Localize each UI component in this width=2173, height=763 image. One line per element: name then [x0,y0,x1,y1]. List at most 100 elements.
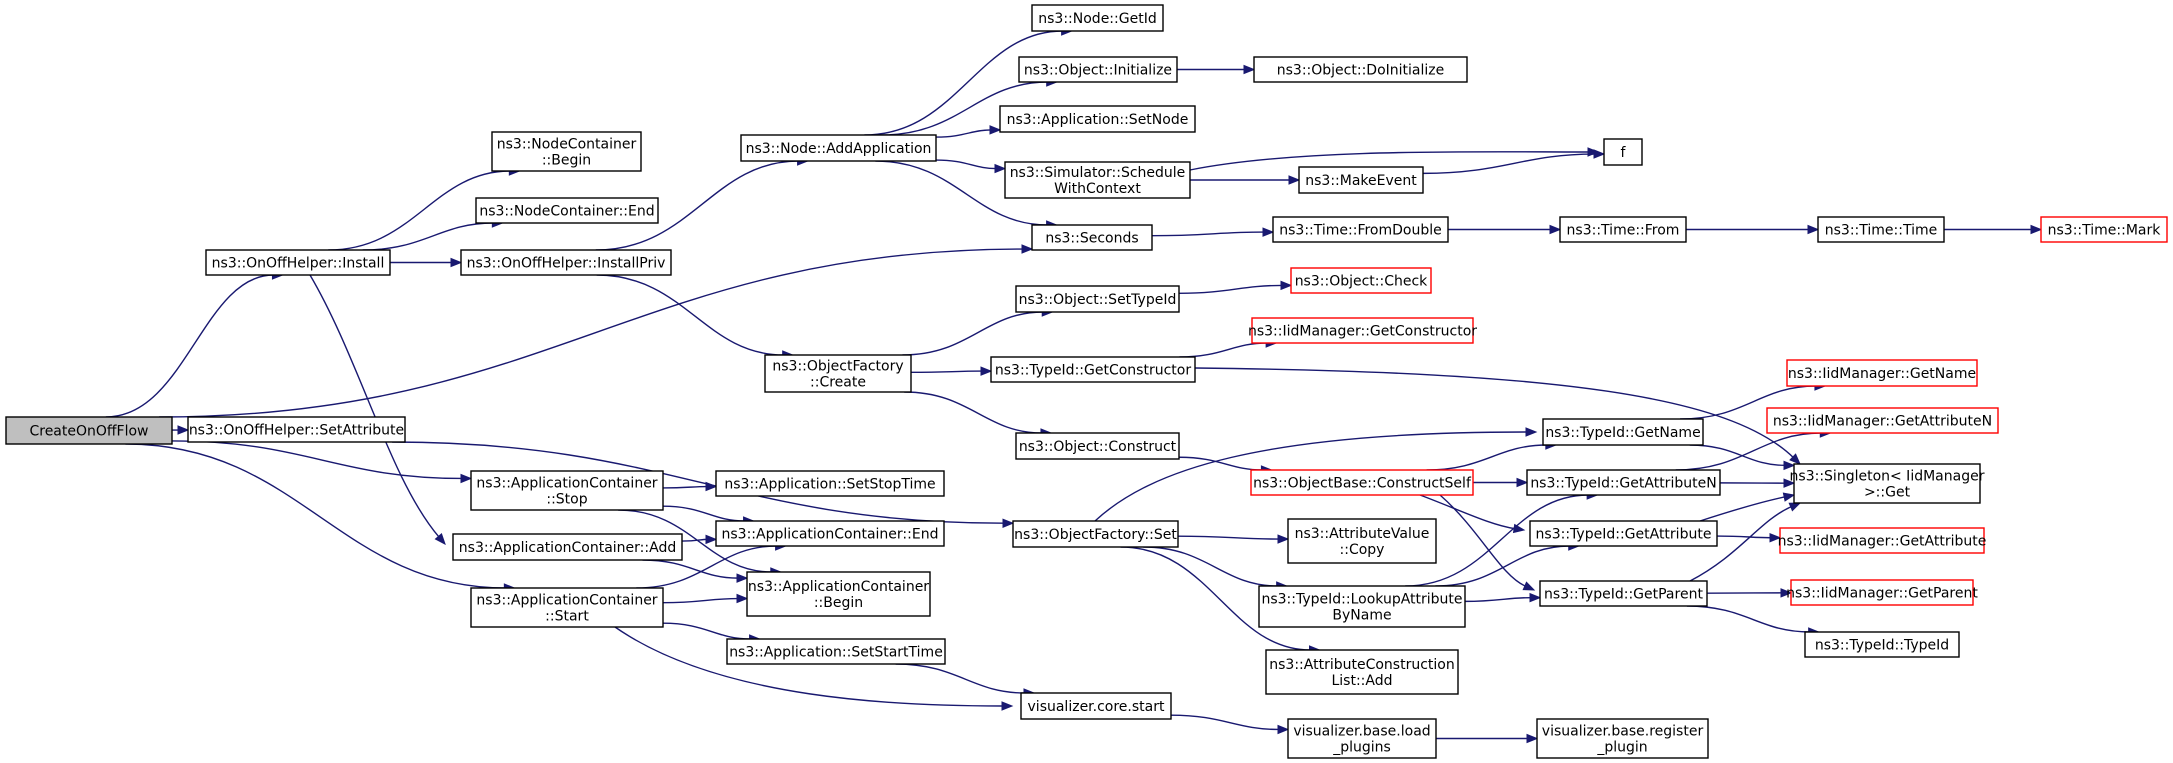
node-time-time[interactable]: ns3::Time::Time [1817,216,1945,243]
node-box[interactable] [2040,216,2168,243]
node-box[interactable] [1790,579,1974,606]
node-box[interactable] [1779,527,1985,554]
node-typeid-typeid[interactable]: ns3::TypeId::TypeId [1804,631,1960,658]
node-box[interactable] [1542,418,1704,446]
node-box[interactable] [1804,631,1960,658]
node-box[interactable] [1015,432,1180,460]
node-box[interactable] [1265,649,1459,695]
node-onoffhelper-install[interactable]: ns3::OnOffHelper::Install [205,249,391,276]
node-box[interactable] [1287,518,1437,564]
node-box[interactable] [1251,317,1474,344]
node-iidmanager-getattributen[interactable]: ns3::IidManager::GetAttributeN [1766,407,1999,434]
node-box[interactable] [1004,161,1191,199]
node-box[interactable] [205,249,391,276]
node-iidmanager-getconstructor[interactable]: ns3::IidManager::GetConstructor [1248,317,1477,344]
node-box[interactable] [1253,56,1468,83]
node-box[interactable] [470,587,664,628]
node-applicationcontainer-end[interactable]: ns3::ApplicationContainer::End [715,520,945,547]
node-applicationcontainer-stop[interactable]: ns3::ApplicationContainer::Stop [470,470,664,511]
node-box[interactable] [1258,585,1466,628]
node-seconds[interactable]: ns3::Seconds [1031,224,1153,251]
node-onoffhelper-setattribute[interactable]: ns3::OnOffHelper::SetAttribute [187,416,406,443]
node-time-mark[interactable]: ns3::Time::Mark [2040,216,2168,243]
node-box[interactable] [746,571,931,617]
node-iidmanager-getparent[interactable]: ns3::IidManager::GetParent [1786,579,1978,606]
node-object-settypeid[interactable]: ns3::Object::SetTypeId [1015,285,1180,313]
node-typeid-getparent[interactable]: ns3::TypeId::GetParent [1539,580,1708,607]
node-box[interactable] [740,134,937,162]
node-box[interactable] [1290,267,1432,294]
node-box[interactable] [1031,224,1153,251]
node-node-getid[interactable]: ns3::Node::GetId [1031,4,1164,32]
node-box[interactable] [1015,285,1180,313]
node-typeid-getattribute[interactable]: ns3::TypeId::GetAttribute [1529,520,1718,547]
node-box[interactable] [715,520,945,547]
node-typeid-getconstructor[interactable]: ns3::TypeId::GetConstructor [990,356,1196,383]
node-object-initialize[interactable]: ns3::Object::Initialize [1018,56,1178,83]
node-box[interactable] [1287,718,1437,759]
node-box[interactable] [1817,216,1945,243]
node-node-addapplication[interactable]: ns3::Node::AddApplication [740,134,937,162]
node-application-setstarttime[interactable]: ns3::Application::SetStartTime [726,638,946,665]
node-box[interactable] [1031,4,1164,32]
node-box[interactable] [5,416,173,445]
node-box[interactable] [1529,520,1718,547]
node-createonoffflow[interactable]: CreateOnOffFlow [5,416,173,445]
node-visualizer-base-load-plugins[interactable]: visualizer.base.load_plugins [1287,718,1437,759]
node-object-check[interactable]: ns3::Object::Check [1290,267,1432,294]
node-box[interactable] [1786,359,1978,387]
node-box[interactable] [460,249,672,276]
node-makeevent[interactable]: ns3::MakeEvent [1298,166,1424,194]
node-typeid-getname[interactable]: ns3::TypeId::GetName [1542,418,1704,446]
node-box[interactable] [726,638,946,665]
node-box[interactable] [1559,216,1687,243]
node-objectfactory-create[interactable]: ns3::ObjectFactory::Create [764,354,912,393]
node-box[interactable] [1793,463,1981,504]
node-f[interactable]: f [1603,138,1643,166]
node-time-from[interactable]: ns3::Time::From [1559,216,1687,243]
node-applicationcontainer-begin[interactable]: ns3::ApplicationContainer::Begin [746,571,931,617]
node-applicationcontainer-start[interactable]: ns3::ApplicationContainer::Start [470,587,664,628]
node-typeid-getattributen[interactable]: ns3::TypeId::GetAttributeN [1526,469,1721,496]
node-box[interactable] [1526,469,1721,496]
node-application-setnode[interactable]: ns3::Application::SetNode [999,105,1196,133]
node-box[interactable] [491,131,642,172]
node-object-doinitialize[interactable]: ns3::Object::DoInitialize [1253,56,1468,83]
node-box[interactable] [470,470,664,511]
node-application-setstoptime[interactable]: ns3::Application::SetStopTime [715,470,945,497]
node-box[interactable] [187,416,406,443]
node-attributevalue-copy[interactable]: ns3::AttributeValue::Copy [1287,518,1437,564]
node-onoffhelper-installpriv[interactable]: ns3::OnOffHelper::InstallPriv [460,249,672,276]
node-box[interactable] [452,533,683,561]
node-box[interactable] [1766,407,1999,434]
node-iidmanager-getattribute[interactable]: ns3::IidManager::GetAttribute [1778,527,1987,554]
node-box[interactable] [1250,469,1474,496]
node-box[interactable] [1536,718,1709,759]
node-box[interactable] [764,354,912,393]
node-singleton-iidmanager-get[interactable]: ns3::Singleton< IidManager >::Get [1790,463,1985,504]
node-visualizer-core-start[interactable]: visualizer.core.start [1020,692,1172,720]
node-box[interactable] [715,470,945,497]
node-nodecontainer-end[interactable]: ns3::NodeContainer::End [475,197,659,224]
node-nodecontainer-begin[interactable]: ns3::NodeContainer::Begin [491,131,642,172]
node-box[interactable] [475,197,659,224]
node-box[interactable] [999,105,1196,133]
node-objectbase-constructself[interactable]: ns3::ObjectBase::ConstructSelf [1250,469,1474,496]
node-box[interactable] [1298,166,1424,194]
node-box[interactable] [1020,692,1172,720]
node-box[interactable] [1012,520,1179,548]
node-object-construct[interactable]: ns3::Object::Construct [1015,432,1180,460]
node-visualizer-base-register-plugin[interactable]: visualizer.base.register_plugin [1536,718,1709,759]
node-box[interactable] [1539,580,1708,607]
node-box[interactable] [1603,138,1643,166]
node-objectfactory-set[interactable]: ns3::ObjectFactory::Set [1012,520,1179,548]
node-box[interactable] [990,356,1196,383]
node-applicationcontainer-add[interactable]: ns3::ApplicationContainer::Add [452,533,683,561]
node-time-fromdouble[interactable]: ns3::Time::FromDouble [1272,216,1449,243]
node-box[interactable] [1018,56,1178,83]
node-box[interactable] [1272,216,1449,243]
node-iidmanager-getname[interactable]: ns3::IidManager::GetName [1786,359,1978,387]
